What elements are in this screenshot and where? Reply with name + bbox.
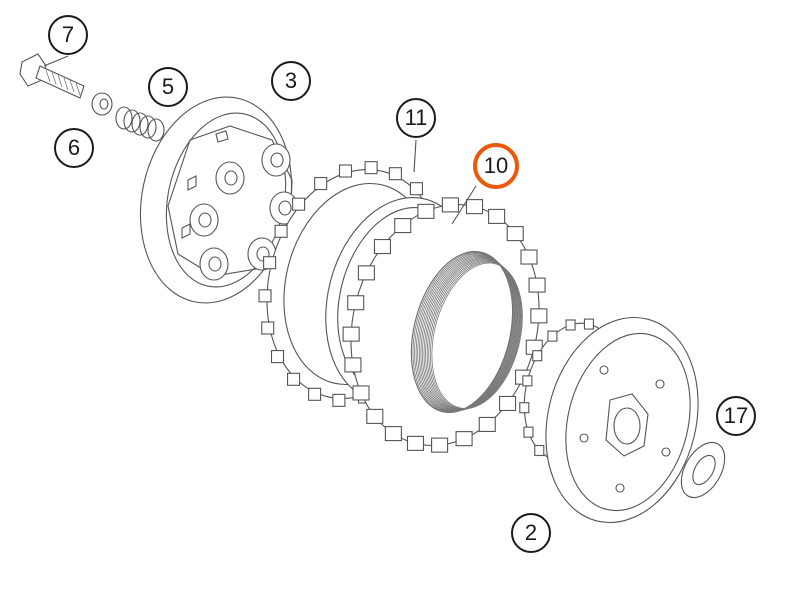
pack-tooth bbox=[342, 326, 360, 342]
friction-tooth bbox=[274, 224, 288, 238]
pack-tooth bbox=[417, 203, 435, 219]
pack-groove-line bbox=[410, 251, 514, 413]
pack-groove-line bbox=[414, 252, 515, 413]
hub-tooth bbox=[565, 319, 576, 331]
pack-groove-line bbox=[431, 262, 523, 409]
hub-tooth bbox=[583, 318, 594, 330]
callout-17[interactable]: 17 bbox=[716, 396, 756, 436]
pack-tooth bbox=[465, 199, 484, 215]
friction-tooth bbox=[292, 197, 306, 211]
pack-tooth bbox=[431, 437, 449, 453]
pack-groove-line bbox=[423, 258, 520, 411]
thrust-washer-part[interactable] bbox=[672, 435, 733, 505]
callout-10-highlighted[interactable]: 10 bbox=[473, 143, 519, 189]
bolt-part[interactable] bbox=[19, 53, 85, 99]
pack-tooth bbox=[455, 431, 473, 447]
friction-tooth bbox=[364, 161, 378, 175]
pack-groove-line bbox=[412, 252, 514, 413]
pack-tooth bbox=[347, 295, 365, 311]
pack-tooth bbox=[530, 308, 548, 324]
pack-groove-line bbox=[415, 253, 516, 412]
pack-tooth bbox=[520, 249, 538, 265]
pack-groove-line bbox=[422, 257, 519, 411]
washer-part[interactable] bbox=[91, 92, 113, 116]
hub-tooth bbox=[523, 426, 534, 438]
pack-tooth bbox=[373, 238, 391, 255]
pack-tooth bbox=[441, 197, 459, 213]
hub-tooth bbox=[532, 350, 543, 362]
pack-tooth bbox=[394, 218, 412, 234]
pack-tooth bbox=[384, 426, 402, 442]
pack-tooth bbox=[488, 208, 506, 224]
hub-tooth bbox=[534, 444, 545, 457]
pack-groove-line bbox=[425, 259, 520, 411]
callout-7[interactable]: 7 bbox=[48, 15, 88, 55]
friction-tooth bbox=[258, 289, 272, 303]
friction-tooth bbox=[332, 393, 346, 407]
pack-tooth bbox=[352, 385, 370, 401]
callout-2[interactable]: 2 bbox=[511, 513, 551, 553]
callout-6[interactable]: 6 bbox=[54, 128, 94, 168]
spring-part[interactable] bbox=[115, 106, 165, 142]
friction-tooth bbox=[409, 182, 423, 196]
callout-5[interactable]: 5 bbox=[148, 67, 188, 107]
friction-tooth bbox=[270, 350, 285, 364]
pack-tooth bbox=[366, 408, 384, 424]
pack-tooth bbox=[528, 277, 546, 293]
friction-tooth bbox=[263, 256, 277, 270]
friction-tooth bbox=[287, 372, 301, 386]
pack-tooth bbox=[499, 395, 517, 412]
pack-tooth bbox=[478, 416, 496, 432]
clutch-hub-part[interactable] bbox=[510, 301, 719, 539]
hub-tooth bbox=[519, 402, 530, 414]
pack-groove-line bbox=[417, 254, 517, 412]
callout-11[interactable]: 11 bbox=[396, 98, 436, 138]
pack-groove-line bbox=[429, 261, 523, 410]
pack-tooth bbox=[406, 435, 425, 451]
pack-tooth bbox=[357, 265, 375, 281]
friction-tooth bbox=[308, 387, 322, 401]
pack-groove-line bbox=[426, 259, 521, 410]
pack-groove-line bbox=[428, 260, 522, 410]
pressure-plate-part[interactable] bbox=[122, 83, 310, 317]
friction-tooth bbox=[388, 167, 402, 181]
callout-3[interactable]: 3 bbox=[271, 61, 311, 101]
friction-tooth bbox=[338, 164, 353, 178]
hub-tooth bbox=[547, 330, 558, 342]
friction-tooth bbox=[314, 176, 328, 191]
friction-tooth bbox=[261, 321, 275, 335]
pack-tooth bbox=[344, 357, 362, 373]
pack-groove-line bbox=[418, 255, 517, 412]
hub-tooth bbox=[522, 375, 533, 387]
pack-tooth bbox=[506, 226, 524, 242]
pack-groove-line bbox=[420, 256, 518, 412]
